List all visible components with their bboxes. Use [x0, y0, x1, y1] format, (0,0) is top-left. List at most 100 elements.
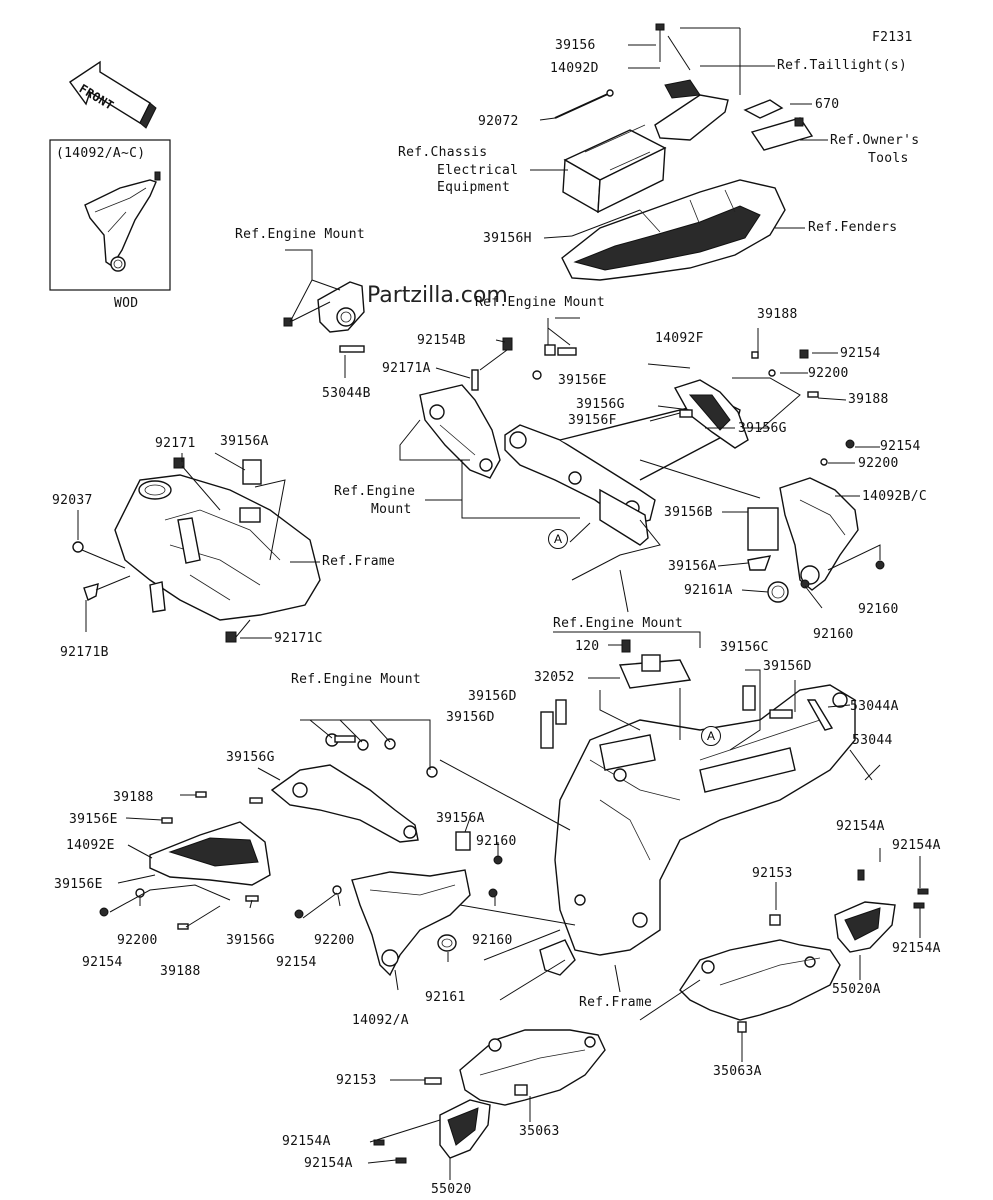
- part-label: 53044A: [850, 699, 899, 714]
- ref-label: Ref.Owner's: [830, 133, 920, 148]
- part-label: 39188: [757, 307, 798, 322]
- heel-guard-left-icon: [439, 1099, 491, 1159]
- part-label: 32052: [534, 670, 575, 685]
- part-label: 92171C: [274, 631, 323, 646]
- part-label: 92154: [82, 955, 123, 970]
- part-label: 39156: [555, 38, 596, 53]
- engine-mount-plate-upper-icon: [419, 384, 501, 479]
- part-label: 14092F: [655, 331, 704, 346]
- part-label: 39156F: [568, 413, 617, 428]
- part-label: 92200: [808, 366, 849, 381]
- part-label: 39156E: [69, 812, 118, 827]
- part-label: 670: [815, 97, 840, 112]
- footpeg-bracket-left-icon: [459, 1029, 606, 1106]
- leader-lines: [77, 27, 921, 1180]
- taillight-bracket-icon: [654, 23, 729, 141]
- part-label: 92154A: [304, 1156, 353, 1171]
- part-label: 92160: [858, 602, 899, 617]
- part-label: 92153: [336, 1073, 377, 1088]
- ref-label: Ref.Taillight(s): [777, 58, 908, 73]
- part-label: 39156A: [436, 811, 485, 826]
- part-label: 92200: [117, 933, 158, 948]
- ref-label: Electrical: [437, 163, 519, 178]
- seat-bracket-14092F-icon: [673, 379, 749, 449]
- part-label: 39156G: [226, 933, 275, 948]
- part-label: 92153: [752, 866, 793, 881]
- ref-label: Ref.Frame: [579, 995, 653, 1010]
- crossmember-icon: [504, 399, 741, 546]
- part-label: 39156E: [54, 877, 103, 892]
- side-cover-14092A-icon: [351, 869, 471, 977]
- part-label: 39156E: [558, 373, 607, 388]
- part-label: 39156D: [446, 710, 495, 725]
- ref-label: Tools: [868, 151, 909, 166]
- part-label: 14092E: [66, 838, 115, 853]
- part-label: 92200: [314, 933, 355, 948]
- side-cover-right-icon: [779, 477, 859, 591]
- strap-92072-icon: [554, 89, 614, 119]
- engine-mount-bracket-left-icon: [270, 764, 419, 843]
- part-label: 55020A: [832, 982, 881, 997]
- part-label: 92161: [425, 990, 466, 1005]
- inset-frame: [49, 139, 171, 291]
- part-label: 39156G: [738, 421, 787, 436]
- part-label: 92154A: [836, 819, 885, 834]
- part-label: 55020: [431, 1182, 472, 1197]
- part-label: 92154A: [892, 838, 941, 853]
- ref-label: Ref.Frame: [322, 554, 396, 569]
- inset-title: (14092/A~C): [56, 146, 146, 161]
- ref-label: Equipment: [437, 180, 511, 195]
- part-label: 39188: [160, 964, 201, 979]
- part-label: 39156H: [483, 231, 532, 246]
- ref-label: Ref.Engine Mount: [235, 227, 366, 242]
- part-label: 39156G: [226, 750, 275, 765]
- inset-cover-icon: [84, 171, 161, 272]
- main-frame-icon: [539, 684, 856, 976]
- part-label: 120: [575, 639, 600, 654]
- frame-head-icon: [114, 474, 321, 621]
- diagram-code: F2131: [872, 30, 913, 45]
- part-label: 35063A: [713, 1064, 762, 1079]
- part-label: 92154: [840, 346, 881, 361]
- part-label: 39156B: [664, 505, 713, 520]
- inset-caption: WOD: [114, 296, 139, 311]
- part-label: 14092D: [550, 61, 599, 76]
- part-label: 14092/A: [352, 1013, 409, 1028]
- part-label: 53044: [852, 733, 893, 748]
- part-label: 39156A: [668, 559, 717, 574]
- part-label: 92160: [813, 627, 854, 642]
- part-label: 92161A: [684, 583, 733, 598]
- ref-label: Ref.Engine: [334, 484, 416, 499]
- front-arrow-icon: [69, 60, 157, 129]
- part-label: 92037: [52, 493, 93, 508]
- heel-guard-right-icon: [834, 901, 896, 953]
- part-label: 92171A: [382, 361, 431, 376]
- ref-label: Ref.Fenders: [808, 220, 898, 235]
- part-label: 14092B/C: [862, 489, 928, 504]
- footpeg-bracket-right-icon: [679, 939, 841, 1021]
- ref-label: Mount: [371, 502, 412, 517]
- ref-label: Ref.Engine Mount: [475, 295, 606, 310]
- engine-mount-bracket-upper-icon: [317, 281, 365, 353]
- part-label: 92154A: [282, 1134, 331, 1149]
- watermark: Partzilla.com: [367, 283, 508, 308]
- part-label: 92154: [880, 439, 921, 454]
- ref-label: Ref.Engine Mount: [291, 672, 422, 687]
- part-label: 39188: [113, 790, 154, 805]
- part-label: 92171: [155, 436, 196, 451]
- ref-label: Ref.Chassis: [398, 145, 488, 160]
- part-label: 92154: [276, 955, 317, 970]
- part-label: 39156C: [720, 640, 769, 655]
- part-label: 39156D: [468, 689, 517, 704]
- callout-a-lower: A: [701, 726, 721, 746]
- part-label: 39188: [848, 392, 889, 407]
- part-label: 92072: [478, 114, 519, 129]
- part-label: 92171B: [60, 645, 109, 660]
- part-label: 92154B: [417, 333, 466, 348]
- part-label: 92200: [858, 456, 899, 471]
- part-label: 39156A: [220, 434, 269, 449]
- part-label: 35063: [519, 1124, 560, 1139]
- part-label: 92154A: [892, 941, 941, 956]
- rear-fender-icon: [561, 179, 786, 281]
